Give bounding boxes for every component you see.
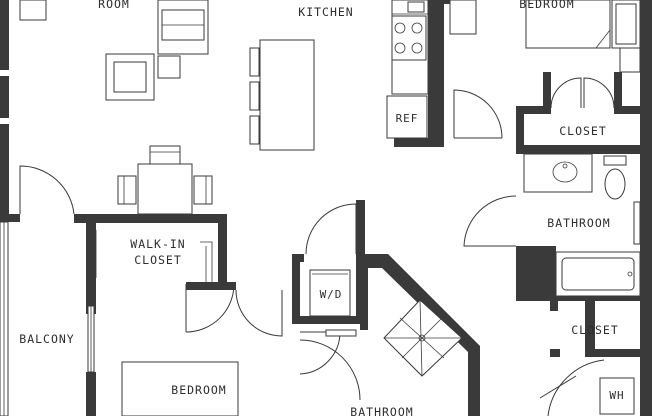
doors [19,77,615,416]
refrigerator-label: REF [396,112,419,125]
sofa [157,0,209,55]
room-label-kitchen: KITCHEN [298,5,353,19]
armchair [105,53,155,101]
stove-icon [394,22,423,54]
toilet-icon [603,155,627,200]
windows [0,221,95,416]
bathtub-icon [555,251,641,297]
room-label-balcony: BALCONY [19,332,74,346]
room-label-closet-top: CLOSET [559,124,607,138]
room-label-bathroom-bottom: BATHROOM [350,405,413,416]
side-table [157,55,181,79]
bed-bottom [121,361,239,416]
cabinet [19,0,47,21]
kitchen-island [249,39,315,151]
dresser [449,0,477,35]
water-heater: WH [599,377,635,415]
room-label-bedroom-bottom: BEDROOM [171,383,226,397]
room-label-bathroom-right: BATHROOM [547,216,610,230]
shower-icon [383,299,463,377]
room-label-living: ROOM [98,0,130,11]
refrigerator: REF [386,95,428,139]
room-label-closet-bottom: CLOSET [571,323,619,337]
sink-icon [407,1,425,13]
dining-table [117,145,213,215]
room-label-walk-in-closet: CLOSET [134,253,182,267]
room-label-bedroom-top: BEDROOM [519,0,574,11]
vanity [523,153,593,193]
room-labels: ROOM KITCHEN BEDROOM CLOSET BATHROOM WAL… [19,0,619,416]
water-heater-label: WH [609,389,624,402]
washer-dryer-label: W/D [320,288,343,301]
bed-top-right [525,0,611,49]
closet-shelving [95,230,213,282]
washer-dryer: W/D [309,269,351,317]
room-label-walk-in: WALK-IN [130,237,185,251]
kitchen-counter [391,0,429,95]
